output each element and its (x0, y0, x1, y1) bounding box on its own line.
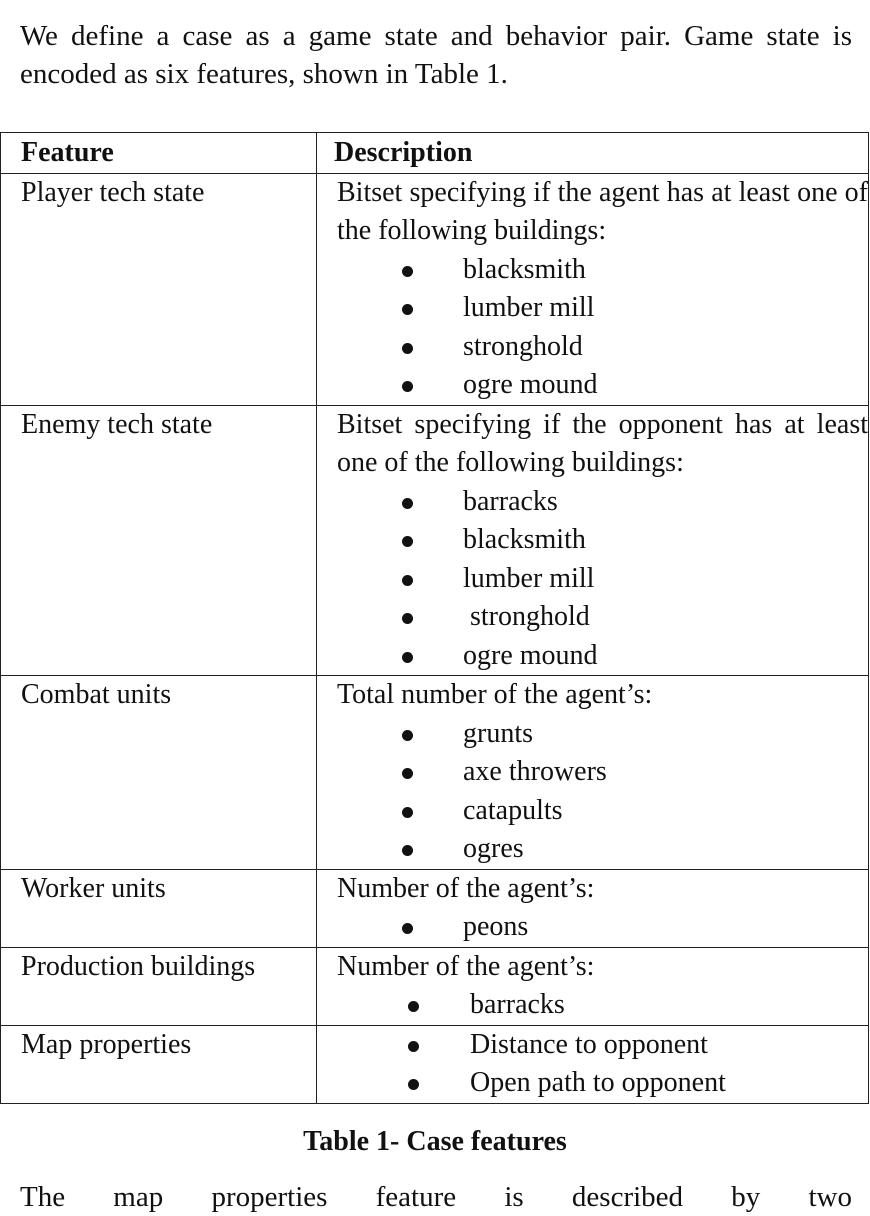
list-item-text: lumber mill (463, 292, 595, 323)
description-text: Number of the agent’s: (337, 872, 595, 904)
list-item: peons (337, 908, 868, 947)
list-item-text: stronghold (463, 330, 583, 362)
bullet-icon (402, 613, 413, 624)
list-item-text: stronghold (470, 601, 590, 632)
list-item: barracks (337, 483, 868, 522)
bullet-icon (402, 304, 413, 315)
bullet-list: blacksmith lumber mill stronghold ogre m… (337, 251, 868, 405)
case-features-table: Feature Description Player tech state Bi… (0, 132, 869, 1104)
bullet-icon (402, 651, 413, 663)
description-text: Total number of the agent’s: (337, 679, 653, 710)
list-item-text: ogre mound (463, 639, 598, 671)
description-cell: Number of the agent’s: peons (316, 868, 869, 948)
table-row: Enemy tech state Bitset specifying if th… (0, 404, 869, 676)
table-header-row: Feature Description (0, 132, 869, 174)
bullet-icon (402, 342, 413, 354)
description-cell: Total number of the agent’s: grunts axe … (316, 675, 869, 870)
feature-cell: Worker units (0, 868, 317, 948)
bullet-icon (408, 1040, 419, 1052)
description-text: Number of the agent’s: (337, 950, 595, 982)
feature-cell: Player tech state (0, 172, 317, 406)
feature-cell: Enemy tech state (0, 404, 317, 676)
list-item: ogre mound (337, 637, 868, 676)
bullet-icon (402, 729, 413, 741)
description-cell: Number of the agent’s: barracks (316, 946, 869, 1026)
description-text: Bitset specifying if the agent has at le… (337, 176, 868, 247)
feature-cell: Map properties (0, 1024, 317, 1104)
list-item: barracks (337, 986, 868, 1025)
bullet-icon (402, 497, 413, 509)
list-item: grunts (337, 715, 868, 754)
table-caption: Table 1- Case features (303, 1126, 567, 1157)
list-item-text: ogre mound (463, 369, 598, 400)
list-item: axe throwers (337, 753, 868, 792)
header-feature: Feature (0, 132, 317, 174)
list-item-text: lumber mill (463, 562, 595, 594)
list-item: stronghold (337, 328, 868, 367)
list-item-text: grunts (463, 717, 533, 749)
list-item: ogre mound (337, 366, 868, 405)
list-item-text: Open path to opponent (470, 1067, 726, 1098)
list-item-text: barracks (470, 989, 565, 1020)
table-row: Production buildings Number of the agent… (0, 946, 869, 1026)
list-item: blacksmith (337, 521, 868, 560)
bullet-list: Distance to opponent Open path to oppone… (337, 1026, 868, 1103)
list-item-text: barracks (463, 485, 558, 517)
list-item-text: peons (463, 911, 529, 942)
list-item: stronghold (337, 598, 868, 637)
list-item-text: catapults (463, 794, 563, 826)
bullet-icon (408, 1079, 419, 1090)
list-item-text: axe throwers (463, 756, 607, 787)
bullet-icon (402, 768, 413, 779)
bullet-icon (402, 265, 413, 277)
list-item: Open path to opponent (337, 1064, 868, 1103)
table-row: Worker units Number of the agent’s: peon… (0, 868, 869, 948)
bullet-icon (402, 574, 413, 586)
bullet-list: barracks blacksmith lumber mill strongho… (337, 483, 868, 676)
list-item: ogres (337, 830, 868, 869)
list-item: Distance to opponent (337, 1026, 868, 1065)
list-item-text: ogres (463, 833, 524, 864)
description-cell: Bitset specifying if the opponent has at… (316, 404, 869, 676)
bullet-icon (402, 923, 413, 934)
list-item: lumber mill (337, 289, 868, 328)
bullet-list: barracks (337, 986, 868, 1025)
list-item: lumber mill (337, 560, 868, 599)
bullet-icon (408, 1001, 419, 1012)
description-cell: Distance to opponent Open path to oppone… (316, 1024, 869, 1104)
table-row: Combat units Total number of the agent’s… (0, 675, 869, 870)
description-text: Bitset specifying if the opponent has at… (337, 408, 868, 479)
bullet-icon (402, 806, 413, 818)
bullet-list: peons (337, 908, 868, 947)
table-row: Player tech state Bitset specifying if t… (0, 172, 869, 406)
list-item-text: blacksmith (463, 253, 586, 285)
header-description: Description (316, 132, 869, 174)
bullet-icon (402, 845, 413, 856)
list-item: catapults (337, 792, 868, 831)
feature-cell: Production buildings (0, 946, 317, 1026)
list-item: blacksmith (337, 251, 868, 290)
following-paragraph: The map properties feature is described … (20, 1181, 852, 1213)
bullet-list: grunts axe throwers catapults ogres (337, 715, 868, 869)
feature-cell: Combat units (0, 675, 317, 870)
intro-paragraph: We define a case as a game state and beh… (20, 20, 852, 90)
bullet-icon (402, 381, 413, 392)
list-item-text: blacksmith (463, 524, 586, 555)
table-row: Map properties Distance to opponent Open… (0, 1024, 869, 1104)
bullet-icon (402, 536, 413, 547)
description-cell: Bitset specifying if the agent has at le… (316, 172, 869, 406)
list-item-text: Distance to opponent (470, 1028, 708, 1060)
